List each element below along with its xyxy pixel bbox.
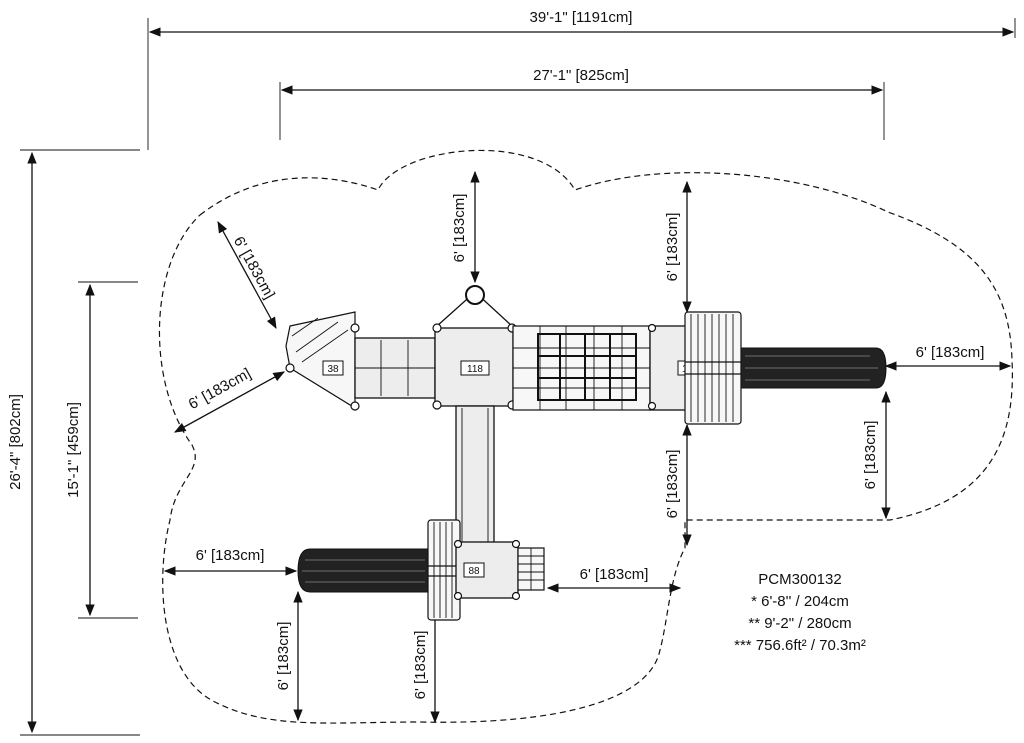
clearance-top-left-diagonal: 6' [183cm] xyxy=(217,220,278,330)
svg-text:6' [183cm]: 6' [183cm] xyxy=(186,365,254,413)
dimension-overall-depth: 26'-4" [802cm] xyxy=(7,149,140,736)
clearance-bottom-center-vertical: 6' [183cm] xyxy=(412,602,440,724)
dimension-overall-width: 39'-1" [1191cm] xyxy=(147,9,1016,150)
note-line-1: * 6'-8'' / 204cm xyxy=(751,593,849,610)
svg-text:6' [183cm]: 6' [183cm] xyxy=(275,622,292,691)
svg-text:6' [183cm]: 6' [183cm] xyxy=(230,234,278,302)
note-line-2: ** 9'-2" / 280cm xyxy=(748,615,851,632)
climbing-net xyxy=(512,325,651,411)
clearance-top-center: 6' [183cm] xyxy=(451,170,480,284)
svg-text:6' [183cm]: 6' [183cm] xyxy=(412,631,429,700)
slide-right xyxy=(740,347,887,389)
svg-text:6' [183cm]: 6' [183cm] xyxy=(664,450,681,519)
dimension-equipment-width: 27'-1" [825cm] xyxy=(279,67,885,140)
clearance-left-diagonal: 6' [183cm] xyxy=(173,365,286,433)
clearance-right-lower: 6' [183cm] xyxy=(862,390,891,520)
bridge-left xyxy=(354,337,436,399)
overall-depth-label: 26'-4" [802cm] xyxy=(7,394,24,490)
slide-tower-right xyxy=(684,311,742,425)
overall-width-label: 39'-1" [1191cm] xyxy=(530,9,633,26)
use-zone-boundary xyxy=(158,149,1013,724)
svg-text:6' [183cm]: 6' [183cm] xyxy=(664,213,681,282)
deck-center: 118 xyxy=(432,285,517,410)
dimension-equipment-depth: 15'-1" [459cm] xyxy=(65,281,138,619)
svg-text:6' [183cm]: 6' [183cm] xyxy=(580,566,649,583)
note-line-3: *** 756.6ft² / 70.3m² xyxy=(734,637,866,654)
walkway-vertical xyxy=(455,405,495,545)
deck-pentagon-left: 38 xyxy=(285,311,360,411)
clearance-bottom-center-horizontal: 6' [183cm] xyxy=(546,566,682,593)
deck-lower: 88 xyxy=(453,539,521,601)
svg-text:6' [183cm]: 6' [183cm] xyxy=(451,194,468,263)
clearance-right: 6' [183cm] xyxy=(884,344,1012,371)
svg-text:6' [183cm]: 6' [183cm] xyxy=(916,344,985,361)
model-number: PCM300132 xyxy=(758,571,841,588)
slide-lower-left xyxy=(297,548,429,593)
equipment-depth-label: 15'-1" [459cm] xyxy=(65,402,82,498)
deck-number-d: 88 xyxy=(468,566,480,577)
deck-number-a: 38 xyxy=(327,364,339,375)
notes-block: PCM300132 * 6'-8'' / 204cm ** 9'-2" / 28… xyxy=(734,571,866,654)
clearance-center-lower: 6' [183cm] xyxy=(664,423,692,547)
svg-text:6' [183cm]: 6' [183cm] xyxy=(196,547,265,564)
clearance-bottom-left-vertical: 6' [183cm] xyxy=(275,590,303,722)
deck-number-b: 118 xyxy=(467,364,483,375)
clearance-bottom-left-horizontal: 6' [183cm] xyxy=(163,547,298,576)
ladder-lower xyxy=(517,547,545,591)
clearance-top-right: 6' [183cm] xyxy=(664,180,692,314)
slide-tower-lower xyxy=(427,519,461,621)
svg-text:6' [183cm]: 6' [183cm] xyxy=(862,421,879,490)
equipment-width-label: 27'-1" [825cm] xyxy=(533,67,629,84)
